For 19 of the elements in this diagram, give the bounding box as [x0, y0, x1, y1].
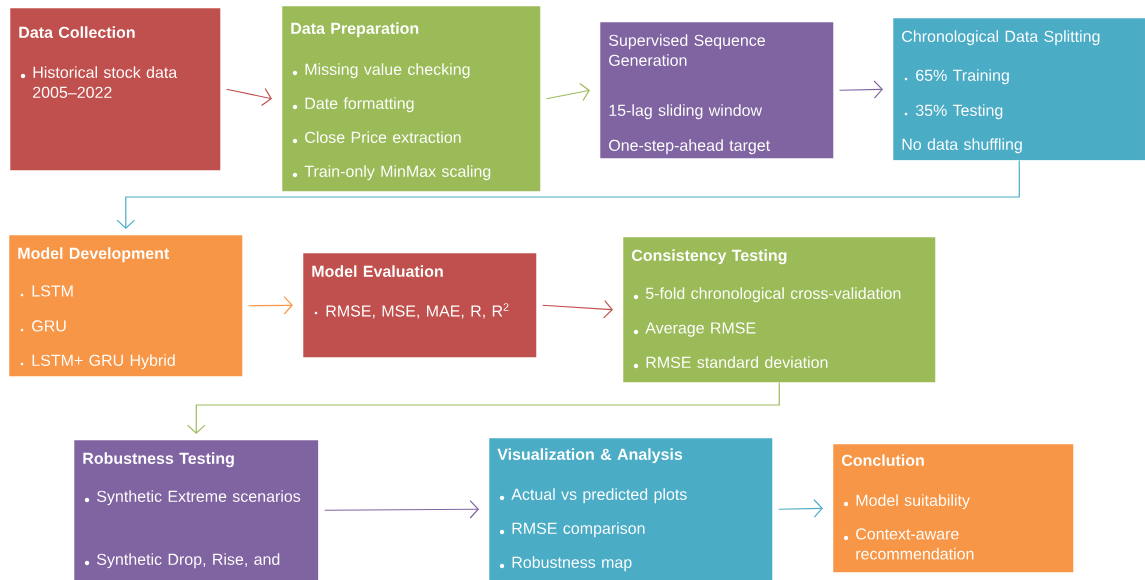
process-box: Robustness Testing Synthetic Extreme scenarios Synthetic Drop, Rise, and: [74, 440, 319, 580]
process-box: Data Collection Historical stock data 2005–2022: [10, 8, 221, 171]
arrow: [187, 381, 780, 434]
arrow: [116, 159, 1020, 229]
arrow: [777, 499, 823, 518]
process-box: Chronological Data Splitting 65% Training 35% Testing No data shuffling: [893, 18, 1145, 161]
process-box: Conclution Model suitability Context-aware recommendation: [833, 444, 1074, 573]
process-box: Consistency Testing 5-fold chronological cross-validation Average RMSE RMSE standard deviation: [623, 237, 936, 383]
process-box: Data Preparation Missing value checking Date formatting Close Price extraction Train-only MinMax scaling: [282, 6, 541, 192]
process-box: Model Development LSTM GRU LSTM+ GRU Hybrid: [9, 235, 243, 377]
arrow: [545, 82, 590, 102]
process-box: Visualization & Analysis Actual vs predicted plots RMSE comparison Robustness map: [489, 438, 773, 580]
process-box: Model Evaluation RMSE, MSE, MAE, R, R$^{2}$: [303, 253, 537, 358]
arrow: [323, 500, 479, 519]
arrow: [247, 296, 293, 315]
process-box: Supervised Sequence Generation 15-lag sliding window One-step-ahead target: [600, 22, 834, 159]
arrow: [838, 80, 883, 99]
arrow: [225, 87, 272, 107]
arrow: [541, 299, 613, 319]
